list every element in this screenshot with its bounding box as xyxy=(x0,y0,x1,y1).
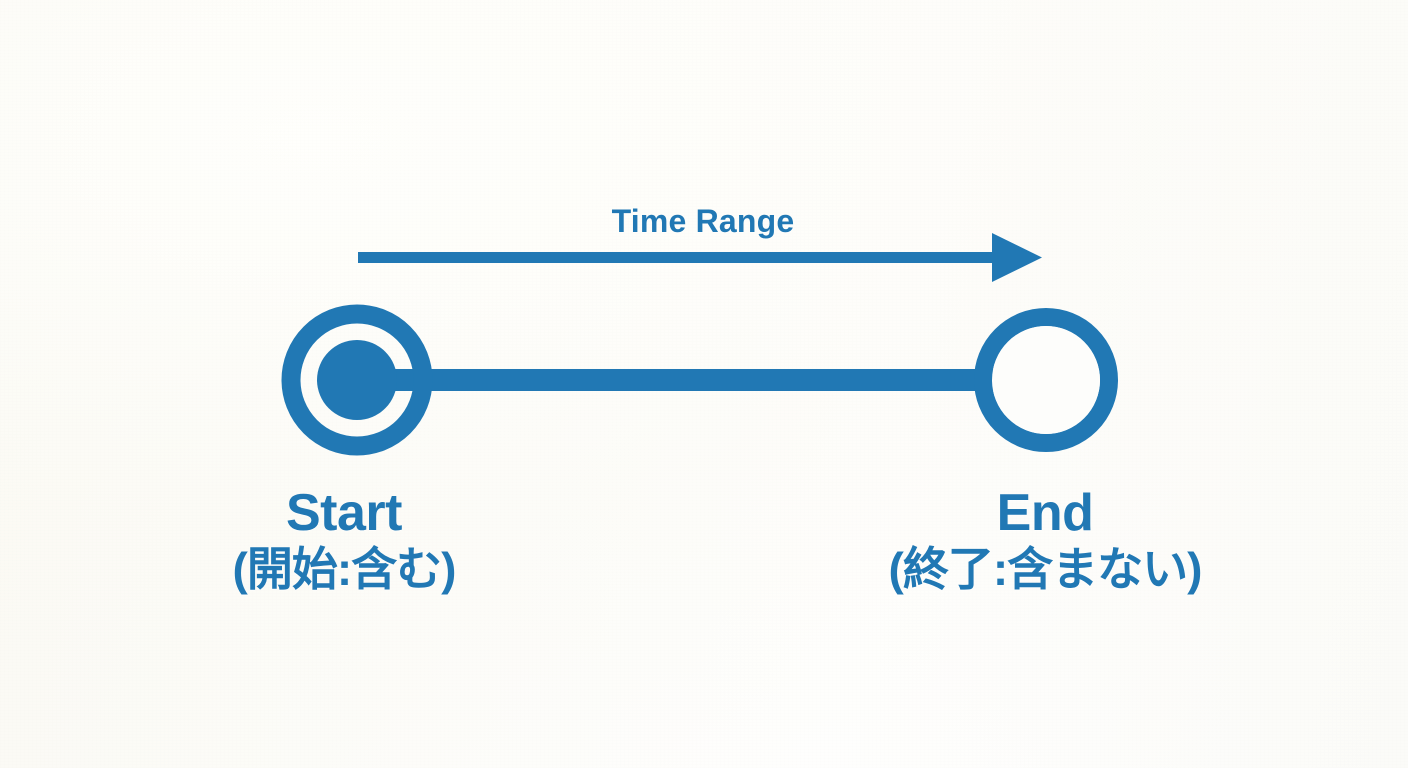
arrow-shaft xyxy=(358,252,998,263)
start-filled-dot-icon xyxy=(317,340,397,420)
end-ring-inner-fill xyxy=(992,326,1100,434)
start-title: Start xyxy=(286,484,402,542)
arrow-head-icon xyxy=(992,233,1042,282)
start-label-group: Start (開始:含む) xyxy=(144,484,544,596)
end-ring-icon xyxy=(974,308,1118,452)
end-title: End xyxy=(996,484,1094,542)
start-ring-icon xyxy=(281,304,433,456)
end-subtitle: (終了:含まない) xyxy=(888,543,1203,595)
interval-connector-bar xyxy=(357,369,1047,391)
time-range-arrow xyxy=(358,233,1042,282)
end-label-group: End (終了:含まない) xyxy=(845,484,1245,596)
start-endpoint-marker xyxy=(281,304,433,456)
start-subtitle: (開始:含む) xyxy=(232,543,457,595)
end-endpoint-marker xyxy=(974,308,1118,452)
time-range-caption: Time Range xyxy=(611,203,795,239)
